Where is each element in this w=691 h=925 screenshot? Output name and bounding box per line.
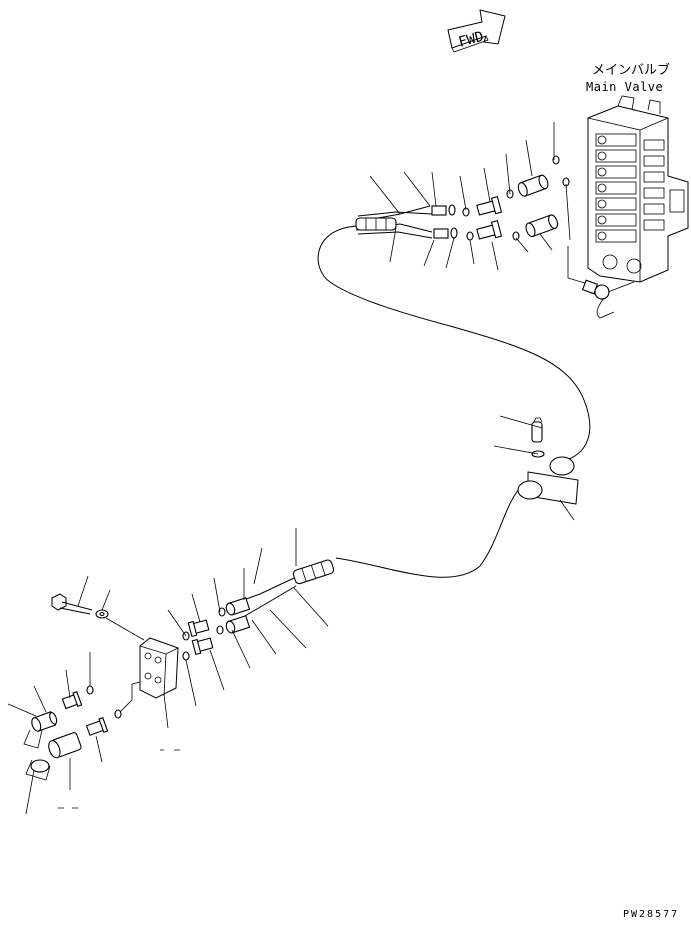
lower-hose-end <box>216 559 335 635</box>
leader-lines-lower <box>7 528 329 815</box>
valve-spools <box>595 133 685 243</box>
hose-line-lower <box>335 483 525 578</box>
drawing-code: PW28577 <box>623 909 679 920</box>
leader-lines-upper <box>369 122 571 271</box>
hose-line <box>317 225 591 463</box>
block-and-bolt <box>51 593 179 713</box>
left-fittings <box>23 685 122 781</box>
main-valve-label-en: Main Valve <box>586 80 663 94</box>
clamp-bracket <box>493 415 579 521</box>
upper-hose-end <box>355 205 433 239</box>
fwd-label: FWD <box>457 29 486 51</box>
fwd-arrow: FWD <box>447 9 506 53</box>
main-valve <box>587 95 689 283</box>
main-valve-label-jp: メインバルブ <box>592 62 670 78</box>
lower-fittings <box>182 619 214 661</box>
pressure-sensor <box>567 246 635 319</box>
upper-fittings <box>431 155 570 241</box>
